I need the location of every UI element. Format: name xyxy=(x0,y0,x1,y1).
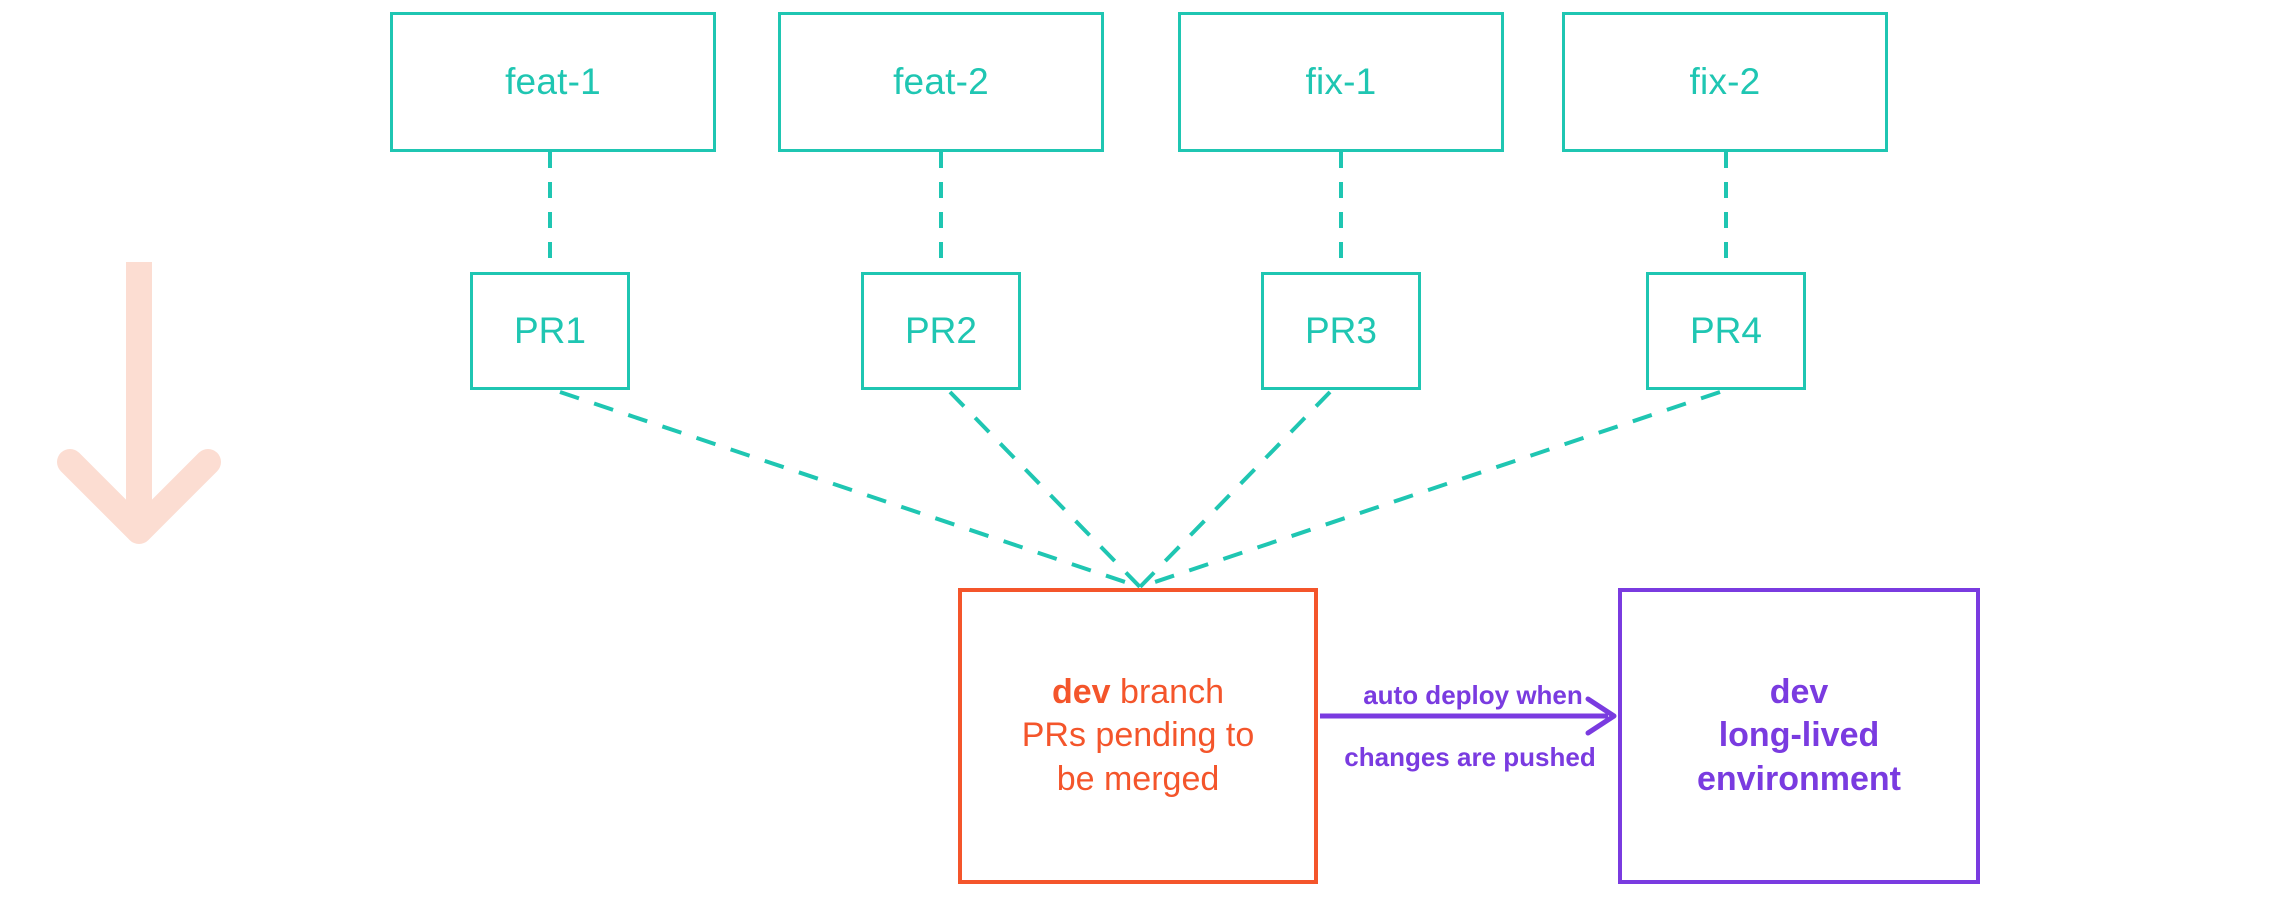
deploy-edge-label-top: auto deploy when xyxy=(1363,680,1583,710)
branch-node-label: feat-1 xyxy=(505,60,601,102)
pull-request-node-label: PR2 xyxy=(905,309,977,351)
branch-node-feat-1[interactable]: feat-1 xyxy=(390,12,716,152)
branch-to-pr-connectors xyxy=(548,152,1728,272)
dev-branch-title: dev branch xyxy=(1052,671,1224,715)
dev-environment-subtitle-line-1: long-lived xyxy=(1718,716,1880,755)
connector-pr1-dev xyxy=(559,390,1141,589)
branch-node-fix-1[interactable]: fix-1 xyxy=(1178,12,1504,152)
dev-branch-title-rest: branch xyxy=(1110,672,1224,711)
dev-environment-subtitle-line-2: environment xyxy=(1696,759,1902,798)
branch-node-label: fix-1 xyxy=(1305,60,1377,102)
pr-to-dev-connectors xyxy=(559,390,1721,589)
pull-request-node-pr4[interactable]: PR4 xyxy=(1646,272,1806,390)
pull-request-node-label: PR1 xyxy=(514,309,586,351)
deploy-edge-label-bottom: changes are pushed xyxy=(1344,742,1596,772)
connector-pr4-dev xyxy=(1139,390,1721,589)
pull-request-node-label: PR4 xyxy=(1690,309,1762,351)
pull-request-node-pr1[interactable]: PR1 xyxy=(470,272,630,390)
branch-node-feat-2[interactable]: feat-2 xyxy=(778,12,1104,152)
connector-pr3-dev xyxy=(1138,390,1332,589)
branch-node-fix-2[interactable]: fix-2 xyxy=(1562,12,1888,152)
connector-pr2-dev xyxy=(948,390,1142,589)
pull-request-node-label: PR3 xyxy=(1305,309,1377,351)
dev-branch-subtitle-line-2: be merged xyxy=(1056,759,1220,798)
branch-node-label: fix-2 xyxy=(1689,60,1761,102)
dev-branch-subtitle-line-1: PRs pending to xyxy=(1021,716,1255,755)
pull-request-node-pr3[interactable]: PR3 xyxy=(1261,272,1421,390)
flow-direction-arrow-icon xyxy=(57,262,221,544)
pull-request-node-pr2[interactable]: PR2 xyxy=(861,272,1021,390)
dev-environment-title: dev xyxy=(1769,672,1829,711)
dev-branch-node[interactable]: dev branch PRs pending to be merged xyxy=(958,588,1318,884)
dev-environment-node[interactable]: dev long-lived environment xyxy=(1618,588,1980,884)
branch-node-label: feat-2 xyxy=(893,60,989,102)
dev-branch-title-strong: dev xyxy=(1052,672,1111,711)
